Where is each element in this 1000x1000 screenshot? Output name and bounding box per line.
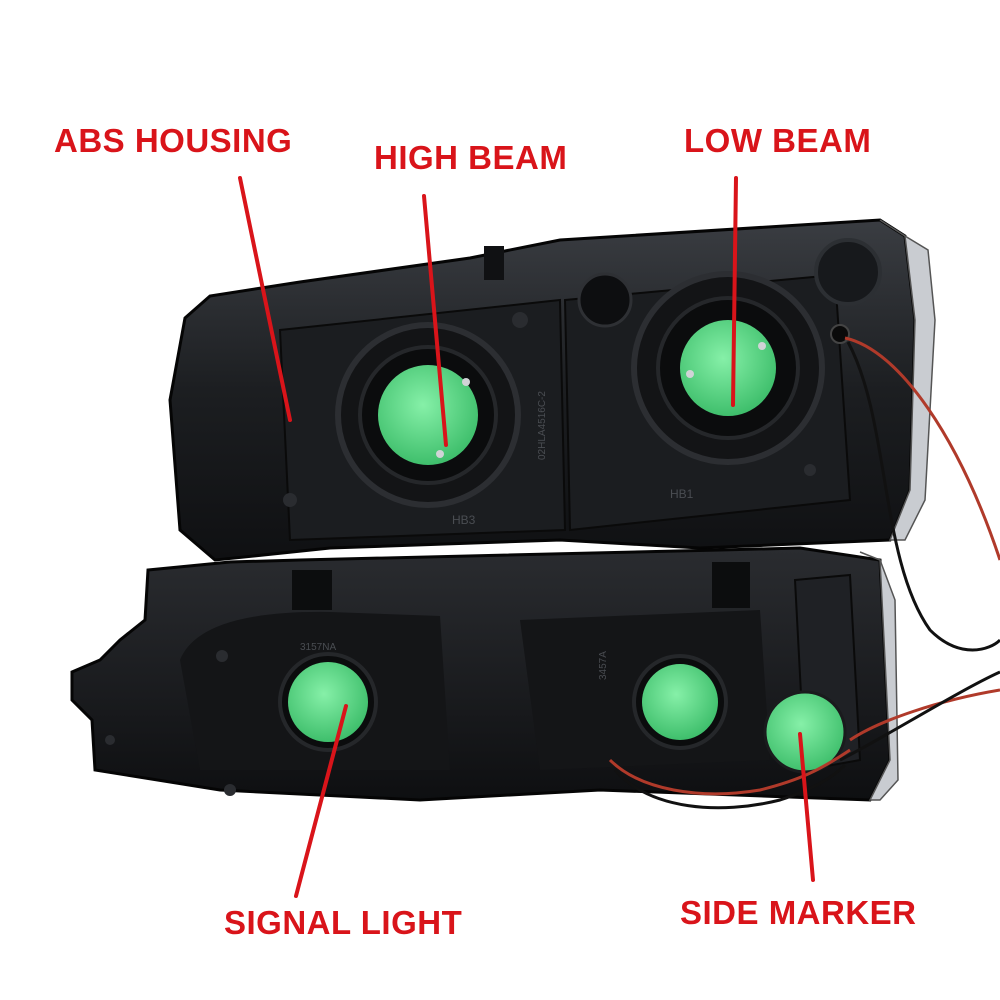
side-marker-label: SIDE MARKER [680, 894, 917, 931]
abs-housing-pointer [238, 176, 292, 422]
low-beam-socket [631, 271, 825, 465]
low-beam-label: LOW BEAM [684, 122, 872, 159]
signal-light-pointer [294, 704, 348, 898]
callout-lines [238, 176, 815, 898]
signal-light-socket-left [278, 652, 378, 752]
wiring-harness [608, 336, 1000, 810]
high-beam-label: HIGH BEAM [374, 139, 568, 176]
signal-light-label: SIGNAL LIGHT [224, 904, 463, 941]
side-marker-pointer [798, 732, 815, 882]
high-beam-pointer [422, 194, 448, 447]
signal-housing [70, 546, 899, 802]
abs-housing-label: ABS HOUSING [54, 122, 293, 159]
high-beam-socket [335, 322, 521, 508]
low-beam-pointer [731, 176, 738, 407]
signal-light-socket-right [632, 654, 728, 750]
